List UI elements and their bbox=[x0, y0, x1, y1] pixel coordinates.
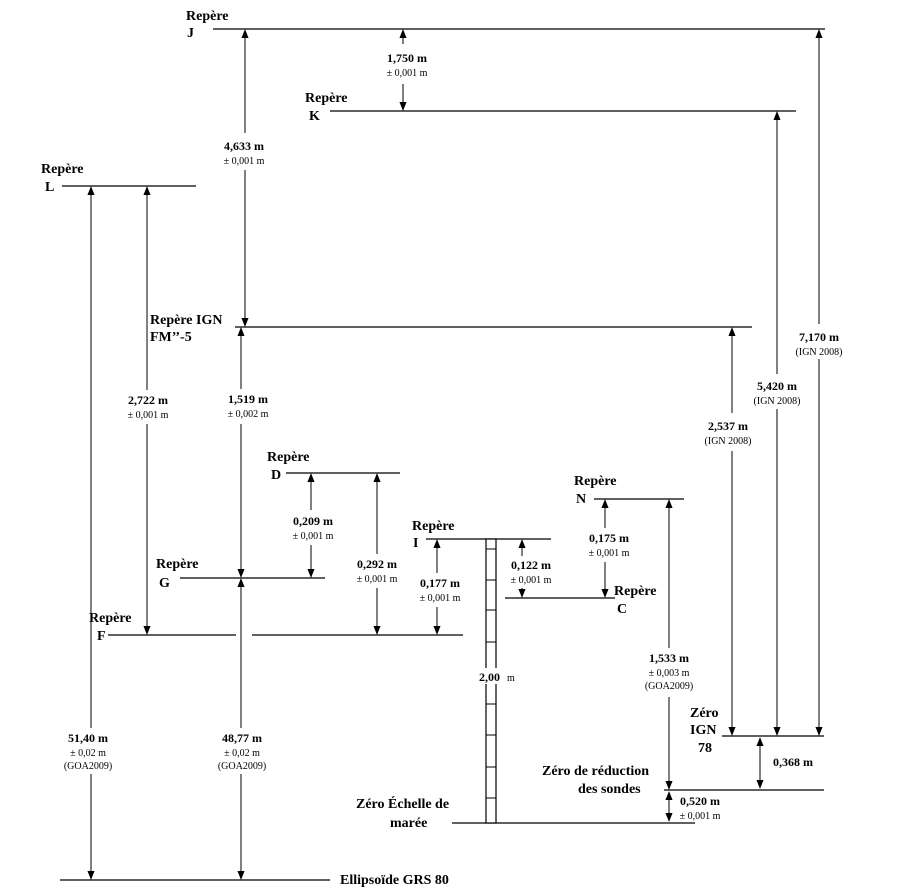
label-repere-f-letter: F bbox=[97, 629, 106, 644]
precision-ign-g: ± 0,002 m bbox=[228, 409, 269, 420]
precision-n-c: ± 0,001 m bbox=[589, 548, 630, 559]
precision-d-g: ± 0,001 m bbox=[293, 531, 334, 542]
label-repere-ign-line1: Repère IGN bbox=[150, 313, 222, 328]
source-ign-zero: (IGN 2008) bbox=[705, 436, 752, 447]
label-repere-l-letter: L bbox=[45, 180, 54, 195]
source-l-ell: (GOA2009) bbox=[64, 761, 112, 772]
value-i-f: 0,177 m bbox=[420, 576, 460, 590]
label-ellipsoid: Ellipsoïde GRS 80 bbox=[340, 873, 449, 888]
label-zero-ign-line3: 78 bbox=[698, 741, 712, 756]
value-k-zero: 5,420 m bbox=[757, 379, 797, 393]
label-repere-d-letter: D bbox=[271, 468, 281, 483]
label-repere-l-word: Repère bbox=[41, 162, 84, 177]
value-d-g: 0,209 m bbox=[293, 514, 333, 528]
value-l-f: 2,722 m bbox=[128, 393, 168, 407]
measurement-values: 1,750 m ± 0,001 m 4,633 m ± 0,001 m 2,72… bbox=[64, 51, 843, 822]
value-l-ell: 51,40 m bbox=[68, 731, 108, 745]
value-i-c: 0,122 m bbox=[511, 558, 551, 572]
precision-g-ell: ± 0,02 m bbox=[224, 748, 260, 759]
label-repere-n-word: Repère bbox=[574, 474, 617, 489]
label-repere-c-word: Repère bbox=[614, 584, 657, 599]
label-repere-i-word: Repère bbox=[412, 519, 455, 534]
reference-labels: Zéro IGN 78 Zéro de réduction des sondes… bbox=[340, 706, 719, 888]
label-zero-ign-line2: IGN bbox=[690, 723, 716, 738]
value-zr-ze: 0,520 m bbox=[680, 794, 720, 808]
value-j-zero: 7,170 m bbox=[799, 330, 839, 344]
value-j-ign: 4,633 m bbox=[224, 139, 264, 153]
value-ign-g: 1,519 m bbox=[228, 392, 268, 406]
source-j-zero: (IGN 2008) bbox=[796, 347, 843, 358]
label-zero-echelle-line1: Zéro Échelle de bbox=[356, 795, 449, 812]
precision-i-f: ± 0,001 m bbox=[420, 593, 461, 604]
label-repere-j-letter: J bbox=[187, 26, 194, 41]
label-repere-f-word: Repère bbox=[89, 611, 132, 626]
label-zero-reduction-line2: des sondes bbox=[578, 782, 641, 797]
unit-staff: m bbox=[507, 673, 515, 684]
precision-i-c: ± 0,001 m bbox=[511, 575, 552, 586]
precision-jk: ± 0,001 m bbox=[387, 68, 428, 79]
label-repere-k-letter: K bbox=[309, 109, 320, 124]
label-repere-c-letter: C bbox=[617, 602, 627, 617]
label-zero-echelle-line2: marée bbox=[390, 816, 427, 831]
label-zero-ign-line1: Zéro bbox=[690, 706, 719, 721]
label-repere-i-letter: I bbox=[413, 536, 418, 551]
source-g-ell: (GOA2009) bbox=[218, 761, 266, 772]
value-zero-zr: 0,368 m bbox=[773, 755, 813, 769]
precision-zr-ze: ± 0,001 m bbox=[680, 811, 721, 822]
value-d-f: 0,292 m bbox=[357, 557, 397, 571]
source-n-zr: (GOA2009) bbox=[645, 681, 693, 692]
value-staff: 2,00 bbox=[479, 670, 500, 684]
value-g-ell: 48,77 m bbox=[222, 731, 262, 745]
label-repere-g-letter: G bbox=[159, 576, 170, 591]
precision-l-f: ± 0,001 m bbox=[128, 410, 169, 421]
reference-lines bbox=[60, 28, 825, 881]
value-jk: 1,750 m bbox=[387, 51, 427, 65]
value-n-c: 0,175 m bbox=[589, 531, 629, 545]
precision-l-ell: ± 0,02 m bbox=[70, 748, 106, 759]
precision-j-ign: ± 0,001 m bbox=[224, 156, 265, 167]
source-k-zero: (IGN 2008) bbox=[754, 396, 801, 407]
value-n-zr: 1,533 m bbox=[649, 651, 689, 665]
label-repere-d-word: Repère bbox=[267, 450, 310, 465]
precision-d-f: ± 0,001 m bbox=[357, 574, 398, 585]
label-repere-n-letter: N bbox=[576, 492, 586, 507]
benchmark-labels: Repère J Repère K Repère L Repère IGN FM… bbox=[41, 9, 657, 644]
label-repere-ign-line2: FM’’-5 bbox=[150, 330, 192, 345]
label-repere-k-word: Repère bbox=[305, 91, 348, 106]
label-repere-g-word: Repère bbox=[156, 557, 199, 572]
dimension-arrows bbox=[87, 29, 823, 880]
value-ign-zero: 2,537 m bbox=[708, 419, 748, 433]
label-zero-reduction-line1: Zéro de réduction bbox=[542, 764, 649, 779]
label-repere-j-word: Repère bbox=[186, 9, 229, 24]
precision-n-zr: ± 0,003 m bbox=[649, 668, 690, 679]
